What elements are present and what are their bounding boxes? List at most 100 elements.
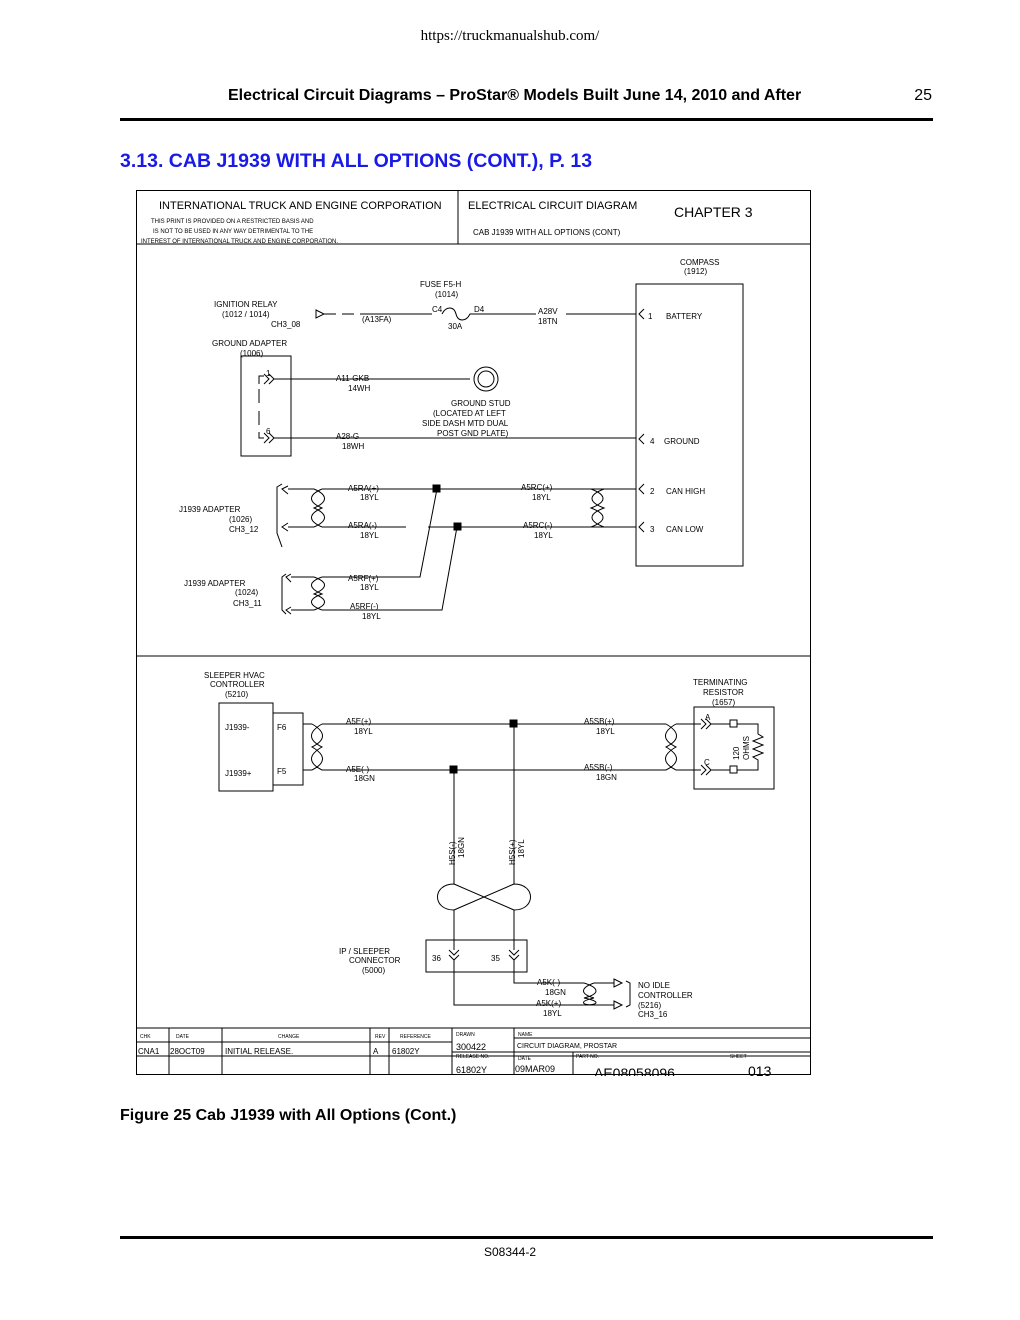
circuit-diagram: INTERNATIONAL TRUCK AND ENGINE CORPORATI… [136, 190, 812, 1081]
rev-header-part: PART NO. [576, 1054, 599, 1060]
circuit-diagram-svg: INTERNATIONAL TRUCK AND ENGINE CORPORATI… [136, 190, 811, 1081]
term-node-c [729, 765, 738, 774]
rev-header-sheet: SHEET [730, 1054, 747, 1060]
a5e-plus-gauge: 18YL [354, 727, 373, 736]
a5k-minus-label: A5K(-) [537, 978, 560, 987]
j1939-1026-label: J1939 ADAPTER [179, 505, 241, 514]
ip-labels: IP / SLEEPER CONNECTOR (5000) 36 35 [339, 947, 500, 975]
j1939-1024-chev-1 [285, 573, 292, 583]
ip-chevron-35 [508, 949, 520, 961]
ign-relay-label: IGNITION RELAY [214, 300, 278, 309]
ground-stud-icon [473, 366, 499, 392]
a28g-gauge: 18WH [342, 442, 364, 451]
a5sb-plus-gauge: 18YL [596, 727, 615, 736]
j1939-1024-label: J1939 ADAPTER [184, 579, 246, 588]
h5s-lower-wires [453, 910, 515, 950]
stud-label-4: POST GND PLATE) [437, 429, 509, 438]
ip-pin-35: 35 [491, 954, 500, 963]
hvac-label-1: SLEEPER HVAC [204, 671, 265, 680]
ign-relay-id: (1012 / 1014) [222, 310, 270, 319]
running-header: Electrical Circuit Diagrams – ProStar® M… [120, 87, 932, 111]
fuse-c4: C4 [432, 305, 443, 314]
drop-labels: H5S(-) 18GN H5S(+) 18YL [448, 837, 526, 865]
fuse-d4: D4 [474, 305, 485, 314]
rev-name: CIRCUIT DIAGRAM, PROSTAR [517, 1043, 617, 1050]
a5sb-minus-gauge: 18GN [596, 773, 617, 782]
twisted-pair-e [310, 723, 324, 771]
noidle-id: (5216) [638, 1001, 661, 1010]
term-pin-c: C [704, 758, 710, 767]
fuse-label: FUSE F5-H [420, 280, 462, 289]
compass-pin-4: 4 [650, 437, 655, 446]
a28g-label: A28-G [336, 432, 359, 441]
twisted-pair-rf [311, 576, 325, 611]
rev-header-rev: REV [375, 1034, 386, 1040]
compass-chevron-2 [638, 483, 645, 495]
ground-adapter-labels: GROUND ADAPTER (1006) 1 6 A11-GKB 14WH A… [212, 339, 511, 451]
ohms-label: OHMS [742, 736, 751, 760]
notice-line-3: INTEREST OF INTERNATIONAL TRUCK AND ENGI… [141, 239, 338, 245]
a5rf-minus-label: A5RF(-) [350, 602, 379, 611]
diagram-type: ELECTRICAL CIRCUIT DIAGRAM [468, 200, 637, 212]
a5ra-minus-label: A5RA(-) [348, 521, 377, 530]
rev-part: AE08058096 [594, 1065, 675, 1076]
ra-wires [322, 488, 406, 528]
title-block: INTERNATIONAL TRUCK AND ENGINE CORPORATI… [141, 200, 753, 245]
hvac-j1939-minus: J1939- [225, 723, 250, 732]
j1939-1024-chev-2 [285, 606, 292, 615]
gnd-adapter-label: GROUND ADAPTER [212, 339, 287, 348]
a5rf-minus-gauge: 18YL [362, 612, 381, 621]
hvac-pin-f5: F5 [277, 767, 287, 776]
splice-ra-minus [453, 522, 462, 531]
ign-relay-ref: CH3_08 [271, 320, 301, 329]
rev-rev: A [373, 1047, 379, 1056]
term-pin-a: A [705, 713, 711, 722]
ip-label-2: CONNECTOR [349, 956, 401, 965]
can-low-label: CAN LOW [666, 525, 704, 534]
rev-release: 61802Y [456, 1065, 487, 1075]
section-title: 3.13. CAB J1939 WITH ALL OPTIONS (CONT.)… [120, 150, 593, 172]
gnd-adapter-dash [258, 375, 264, 439]
noidle-label-1: NO IDLE [638, 981, 670, 990]
h5s-plus-gauge: 18YL [517, 839, 526, 858]
doc-number: S08344-2 [483, 1245, 537, 1259]
stud-label-1: GROUND STUD [451, 399, 511, 408]
compass-pin-1: 1 [648, 312, 653, 321]
notice-line-2: IS NOT TO BE USED IN ANY WAY DETRIMENTAL… [153, 229, 313, 235]
revision-text: CHK DATE CHANGE REV REFERENCE DRAWN NAME… [138, 1032, 772, 1081]
j1939-1026-chev-1 [281, 485, 289, 495]
a5rc-plus-label: A5RC(+) [521, 483, 553, 492]
h5s-minus-label: H5S(-) [448, 841, 457, 865]
a5e-plus-label: A5E(+) [346, 717, 371, 726]
j1939-1026-stub [288, 488, 314, 528]
running-title: Electrical Circuit Diagrams – ProStar® M… [228, 87, 802, 104]
j1939-1024-ref: CH3_11 [233, 599, 262, 608]
term-resistor-box [693, 706, 775, 790]
rev-header-change: CHANGE [278, 1034, 300, 1040]
noidle-ref: CH3_16 [638, 1010, 668, 1019]
compass-id: (1912) [684, 267, 707, 276]
noidle-arrow-1 [613, 978, 624, 988]
j1939-1026-id: (1026) [229, 515, 252, 524]
a5ra-plus-gauge: 18YL [360, 493, 379, 502]
ip-connector-box [425, 939, 528, 973]
stud-label-2: (LOCATED AT LEFT [433, 409, 506, 418]
sb-to-term [676, 723, 701, 771]
a5sb-plus-label: A5SB(+) [584, 717, 615, 726]
diagram-frame [136, 190, 811, 1075]
compass-label: COMPASS [680, 258, 719, 267]
diagram-name: CAB J1939 WITH ALL OPTIONS (CONT) [473, 228, 621, 237]
twisted-pair-sb [664, 723, 678, 771]
rev-header-date: DATE [176, 1034, 190, 1040]
ohms-value: 120 [732, 746, 741, 760]
j1939-1026-ref: CH3_12 [229, 525, 259, 534]
can-high-label: CAN HIGH [666, 487, 705, 496]
stud-label-3: SIDE DASH MTD DUAL [422, 419, 509, 428]
a5k-minus-gauge: 18GN [545, 988, 566, 997]
rev-header-name: NAME [518, 1032, 533, 1038]
revision-grid [136, 1028, 811, 1074]
ground-stud-inner [477, 370, 495, 388]
source-url[interactable]: https://truckmanualshub.com/ [420, 28, 600, 44]
a28v-gauge: 18TN [538, 317, 558, 326]
a28v-label: A28V [538, 307, 558, 316]
